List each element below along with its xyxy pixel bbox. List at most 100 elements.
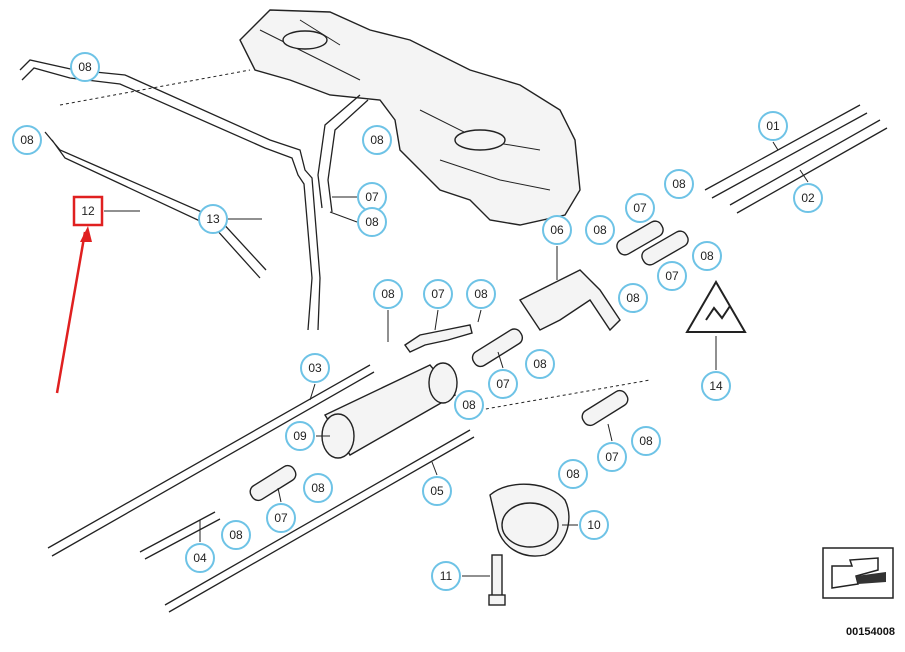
callout-circle bbox=[431, 561, 461, 591]
reference-arrow-icon bbox=[822, 547, 894, 599]
callout-label: 08 bbox=[365, 215, 379, 229]
callout-08: 08 bbox=[373, 279, 403, 309]
callout-07: 07 bbox=[266, 503, 296, 533]
callout-circle bbox=[12, 125, 42, 155]
callout-04: 04 bbox=[185, 543, 215, 573]
callout-circle bbox=[758, 111, 788, 141]
callout-circle bbox=[631, 426, 661, 456]
callout-circle bbox=[70, 52, 100, 82]
reference-number: 00154008 bbox=[846, 626, 895, 638]
callout-label: 07 bbox=[633, 201, 647, 215]
callout-circle bbox=[793, 183, 823, 213]
callout-label: 08 bbox=[381, 287, 395, 301]
connector bbox=[518, 269, 621, 332]
callout-circle bbox=[285, 421, 315, 451]
callout-circle bbox=[303, 473, 333, 503]
fuel-tank bbox=[239, 9, 581, 226]
callout-label: 06 bbox=[550, 223, 564, 237]
callouts-layer: 08 08 12 13 08 07 08 01 02 08 07 08 07 06 08 08 08 07 08 08… bbox=[12, 52, 823, 591]
leader-lines bbox=[104, 141, 809, 577]
callout-circle bbox=[373, 279, 403, 309]
hoses bbox=[249, 220, 689, 502]
callout-label: 08 bbox=[672, 177, 686, 191]
callout-label: 09 bbox=[293, 429, 307, 443]
callout-label: 08 bbox=[462, 398, 476, 412]
fuel-lines-right bbox=[704, 104, 888, 214]
callout-02: 02 bbox=[793, 183, 823, 213]
callout-label: 14 bbox=[709, 379, 723, 393]
callout-circle bbox=[357, 207, 387, 237]
callout-label: 07 bbox=[496, 377, 510, 391]
callout-label: 07 bbox=[431, 287, 445, 301]
callout-circle bbox=[525, 349, 555, 379]
callout-08: 08 bbox=[303, 473, 333, 503]
callout-circle bbox=[542, 215, 572, 245]
callout-label: 08 bbox=[566, 467, 580, 481]
callout-08: 08 bbox=[454, 390, 484, 420]
fuel-filter bbox=[321, 362, 458, 459]
callout-label: 07 bbox=[605, 450, 619, 464]
callout-label: 08 bbox=[626, 291, 640, 305]
callout-label: 13 bbox=[206, 212, 220, 226]
callout-08: 08 bbox=[585, 215, 615, 245]
callout-08: 08 bbox=[558, 459, 588, 489]
callout-07: 07 bbox=[357, 182, 387, 212]
callout-08: 08 bbox=[12, 125, 42, 155]
bolt bbox=[488, 554, 506, 606]
callout-08: 08 bbox=[618, 283, 648, 313]
callout-14: 14 bbox=[701, 371, 731, 401]
callout-circle bbox=[585, 215, 615, 245]
callout-circle bbox=[362, 125, 392, 155]
callout-label: 07 bbox=[365, 190, 379, 204]
callout-label: 08 bbox=[593, 223, 607, 237]
callout-08: 08 bbox=[631, 426, 661, 456]
callout-label: 08 bbox=[78, 60, 92, 74]
callout-label: 03 bbox=[308, 361, 322, 375]
callout-circle bbox=[422, 476, 452, 506]
callout-circle bbox=[185, 543, 215, 573]
callout-label: 01 bbox=[766, 119, 780, 133]
callout-07: 07 bbox=[597, 442, 627, 472]
callout-circle bbox=[597, 442, 627, 472]
fuel-lines-upper bbox=[19, 59, 369, 331]
callout-circle bbox=[423, 279, 453, 309]
callout-label: 07 bbox=[665, 269, 679, 283]
callout-circle bbox=[466, 279, 496, 309]
callout-10: 10 bbox=[579, 510, 609, 540]
callout-08: 08 bbox=[664, 169, 694, 199]
callout-circle bbox=[488, 369, 518, 399]
callout-07: 07 bbox=[625, 193, 655, 223]
callout-05: 05 bbox=[422, 476, 452, 506]
callout-label: 08 bbox=[474, 287, 488, 301]
callout-circle bbox=[618, 283, 648, 313]
callout-circle bbox=[558, 459, 588, 489]
callout-label: 12 bbox=[81, 204, 95, 218]
callout-07: 07 bbox=[657, 261, 687, 291]
callout-circle bbox=[221, 520, 251, 550]
callout-label: 08 bbox=[20, 133, 34, 147]
callout-label: 02 bbox=[801, 191, 815, 205]
warning-triangle-icon bbox=[685, 280, 747, 333]
callout-circle bbox=[625, 193, 655, 223]
callout-12: 12 bbox=[72, 195, 104, 227]
callout-08: 08 bbox=[466, 279, 496, 309]
callout-label: 08 bbox=[639, 434, 653, 448]
callout-08: 08 bbox=[70, 52, 100, 82]
fuel-lines-lower bbox=[47, 364, 651, 613]
callout-09: 09 bbox=[285, 421, 315, 451]
callout-circle bbox=[266, 503, 296, 533]
callout-label: 08 bbox=[311, 481, 325, 495]
callout-circle bbox=[454, 390, 484, 420]
strap-clamp bbox=[489, 483, 570, 557]
callout-01: 01 bbox=[758, 111, 788, 141]
callout-08: 08 bbox=[357, 207, 387, 237]
callout-13: 13 bbox=[198, 204, 228, 234]
callout-circle bbox=[579, 510, 609, 540]
callout-08: 08 bbox=[692, 241, 722, 271]
callout-circle bbox=[692, 241, 722, 271]
callout-label: 05 bbox=[430, 484, 444, 498]
callout-circle bbox=[701, 371, 731, 401]
highlight-arrow bbox=[55, 226, 92, 394]
